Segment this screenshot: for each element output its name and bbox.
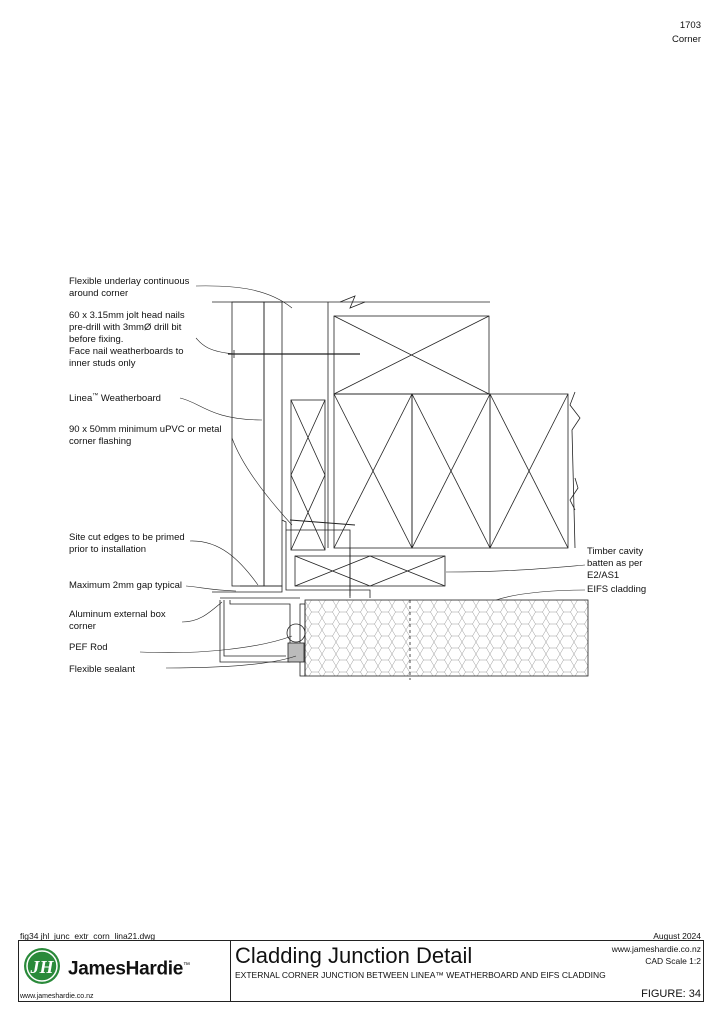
break-line-right [569, 391, 581, 549]
label-pef-rod: PEF Rod [69, 642, 108, 653]
website-top: www.jameshardie.co.nz [611, 944, 701, 954]
break-line-top [339, 295, 366, 309]
flexible-sealant [287, 642, 305, 663]
corner-flashing [281, 519, 371, 598]
website-bottom: www.jameshardie.co.nz [20, 993, 94, 1000]
cad-scale: CAD Scale 1:2 [645, 956, 701, 966]
logo-cell [18, 940, 231, 1002]
drawing-title: Cladding Junction Detail [235, 943, 473, 968]
drawing-number: 1703 [679, 20, 701, 31]
top-stud [333, 315, 490, 395]
label-gap: Maximum 2mm gap typical [69, 580, 182, 591]
weatherboard-outer [231, 301, 265, 587]
leader-lines [139, 285, 586, 669]
weatherboard-inner [263, 301, 283, 587]
drawing-subtitle: EXTERNAL CORNER JUNCTION BETWEEN LINEA™ … [235, 970, 606, 980]
aluminium-box-corner [219, 597, 300, 663]
eifs-base [299, 603, 306, 677]
label-weatherboard: Linea™ Weatherboard [69, 393, 161, 405]
label-eifs: EIFS cladding [587, 584, 647, 595]
vertical-batten [290, 399, 326, 551]
pef-rod [286, 623, 306, 643]
svg-text:JH: JH [29, 957, 54, 977]
jameshardie-logo-icon: JH [24, 948, 60, 984]
issue-date: August 2024 [653, 931, 701, 941]
label-sealant: Flexible sealant [69, 664, 136, 675]
stud-row [333, 393, 569, 549]
drawing-section: Corner [671, 34, 701, 45]
brand-wordmark: JamesHardie™ [68, 958, 190, 980]
file-name: fig34 jhl_junc_extr_corn_lina21.dwg [20, 931, 156, 941]
figure-number: FIGURE: 34 [641, 988, 701, 1000]
eifs-cladding [304, 599, 589, 677]
